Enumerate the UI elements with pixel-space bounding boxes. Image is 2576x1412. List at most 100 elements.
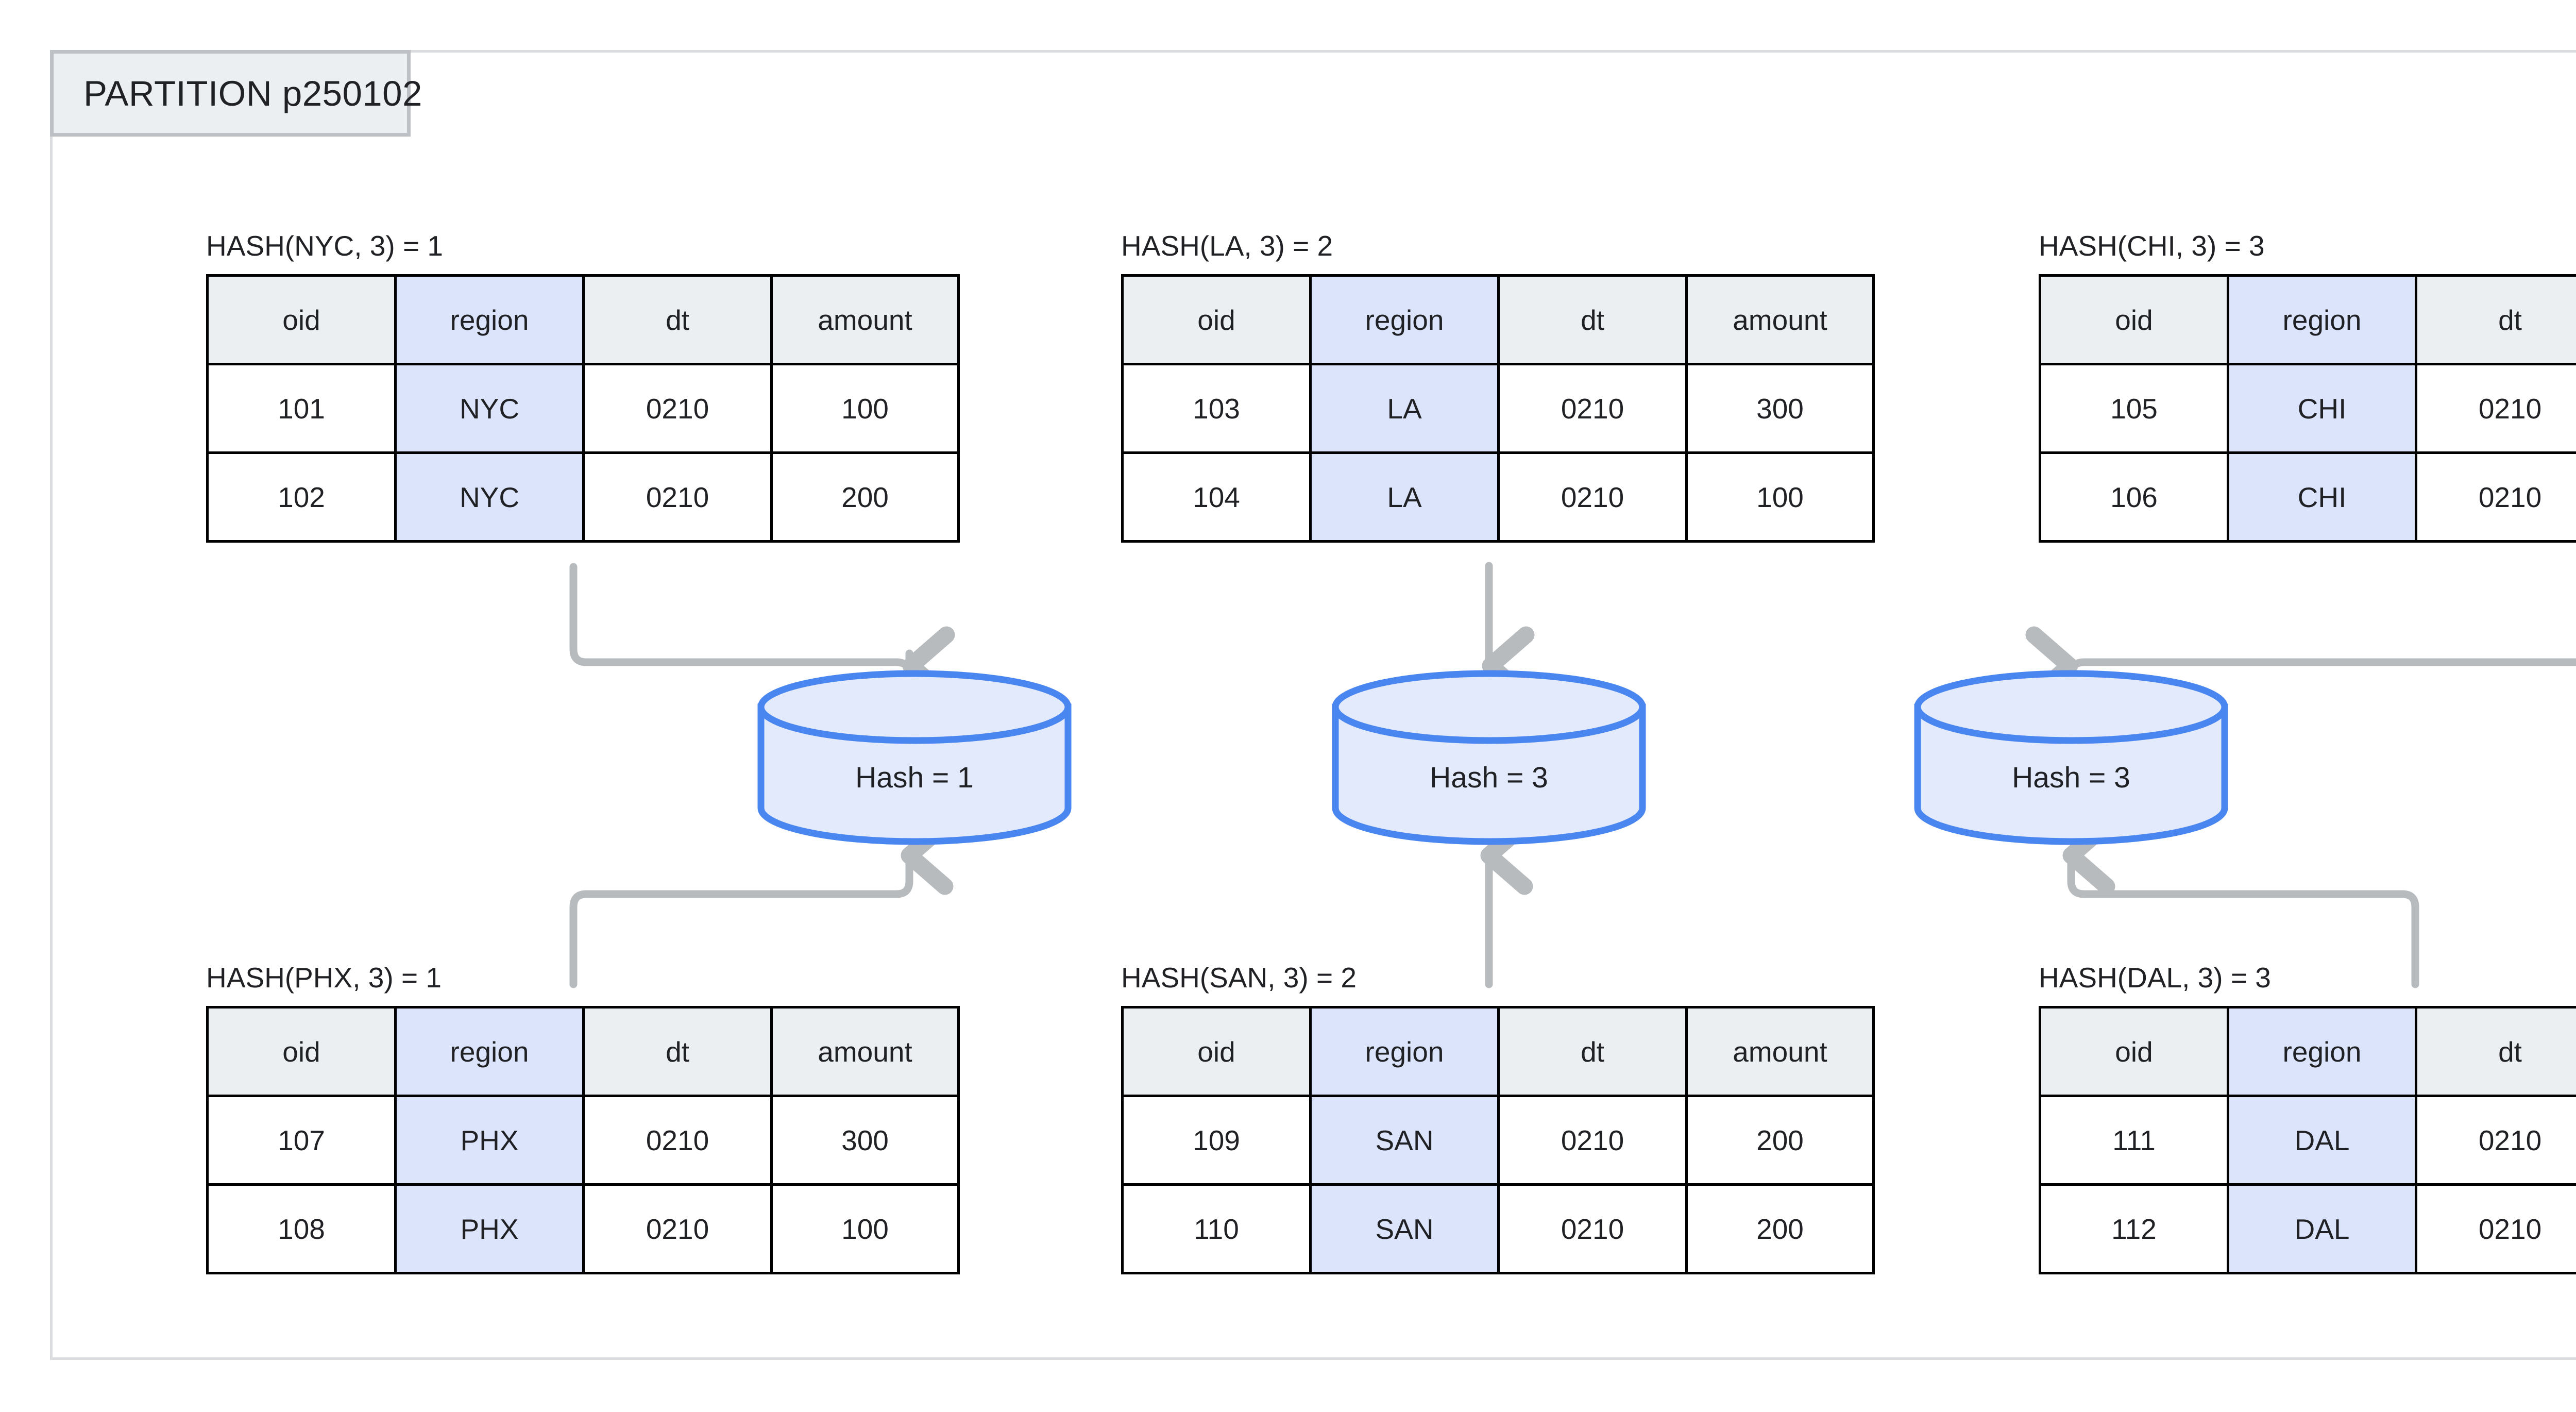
cell-region: PHX bbox=[394, 1183, 585, 1274]
cell-oid: 104 bbox=[1121, 451, 1312, 543]
hash-label-la: HASH(LA, 3) = 2 bbox=[1121, 230, 1333, 262]
table-row: 109 SAN 0210 200 bbox=[1121, 1095, 1875, 1186]
table-group-san: HASH(SAN, 3) = 2 oid region dt amount 10… bbox=[1121, 964, 1875, 1274]
col-header-amount: amount bbox=[1685, 1006, 1875, 1097]
col-header-oid: oid bbox=[2039, 274, 2229, 365]
cylinder-body-shape bbox=[757, 703, 1072, 845]
col-header-region: region bbox=[1309, 274, 1500, 365]
table-row: 106 CHI 0210 100 bbox=[2039, 451, 2576, 543]
bucket-cylinder-2: Hash = 3 bbox=[1332, 670, 1646, 845]
cell-dt: 0210 bbox=[2415, 1095, 2576, 1186]
cylinder-top-ellipse bbox=[1914, 670, 2228, 744]
table-header-row: oid region dt amount bbox=[206, 1006, 960, 1097]
cell-dt: 0210 bbox=[2415, 451, 2576, 543]
hash-label-san: HASH(SAN, 3) = 2 bbox=[1121, 962, 1357, 994]
cell-oid: 108 bbox=[206, 1183, 397, 1274]
cell-dt: 0210 bbox=[582, 1095, 773, 1186]
cell-amount: 200 bbox=[1685, 1183, 1875, 1274]
cell-dt: 0210 bbox=[582, 363, 773, 454]
bucket-label-2: Hash = 3 bbox=[1430, 761, 1548, 794]
col-header-region: region bbox=[394, 1006, 585, 1097]
record-table-dal: oid region dt amount 111 DAL 0210 100 11… bbox=[2039, 1006, 2576, 1274]
cell-region: CHI bbox=[2227, 451, 2417, 543]
record-table-phx: oid region dt amount 107 PHX 0210 300 10… bbox=[206, 1006, 960, 1274]
bucket-cylinder-3: Hash = 3 bbox=[1914, 670, 2228, 845]
col-header-amount: amount bbox=[1685, 274, 1875, 365]
cell-region: LA bbox=[1309, 363, 1500, 454]
record-table-la: oid region dt amount 103 LA 0210 300 104… bbox=[1121, 274, 1875, 543]
cylinder-body-shape bbox=[1332, 703, 1646, 845]
col-header-dt: dt bbox=[582, 1006, 773, 1097]
hash-label-dal: HASH(DAL, 3) = 3 bbox=[2039, 962, 2271, 994]
col-header-region: region bbox=[2227, 274, 2417, 365]
table-row: 102 NYC 0210 200 bbox=[206, 451, 960, 543]
hash-label-phx: HASH(PHX, 3) = 1 bbox=[206, 962, 442, 994]
col-header-amount: amount bbox=[770, 274, 960, 365]
table-group-la: HASH(LA, 3) = 2 oid region dt amount 103… bbox=[1121, 232, 1875, 543]
cell-oid: 101 bbox=[206, 363, 397, 454]
cell-amount: 200 bbox=[770, 451, 960, 543]
hash-label-nyc: HASH(NYC, 3) = 1 bbox=[206, 230, 443, 262]
cylinder-top-ellipse bbox=[757, 670, 1072, 744]
cell-region: PHX bbox=[394, 1095, 585, 1186]
cell-oid: 102 bbox=[206, 451, 397, 543]
cell-dt: 0210 bbox=[1497, 451, 1688, 543]
record-table-san: oid region dt amount 109 SAN 0210 200 11… bbox=[1121, 1006, 1875, 1274]
cell-dt: 0210 bbox=[582, 1183, 773, 1274]
record-table-chi: oid region dt amount 105 CHI 0210 200 10… bbox=[2039, 274, 2576, 543]
cylinder-body-shape bbox=[1914, 703, 2228, 845]
table-header-row: oid region dt amount bbox=[2039, 274, 2576, 365]
col-header-region: region bbox=[1309, 1006, 1500, 1097]
col-header-region: region bbox=[394, 274, 585, 365]
cell-oid: 105 bbox=[2039, 363, 2229, 454]
table-group-nyc: HASH(NYC, 3) = 1 oid region dt amount 10… bbox=[206, 232, 960, 543]
table-header-row: oid region dt amount bbox=[206, 274, 960, 365]
cell-dt: 0210 bbox=[1497, 1183, 1688, 1274]
bucket-label-3: Hash = 3 bbox=[2012, 761, 2130, 794]
cell-amount: 200 bbox=[1685, 1095, 1875, 1186]
table-row: 104 LA 0210 100 bbox=[1121, 451, 1875, 543]
cell-region: NYC bbox=[394, 363, 585, 454]
cell-region: LA bbox=[1309, 451, 1500, 543]
cell-oid: 107 bbox=[206, 1095, 397, 1186]
cell-region: NYC bbox=[394, 451, 585, 543]
col-header-dt: dt bbox=[2415, 274, 2576, 365]
cell-amount: 100 bbox=[770, 1183, 960, 1274]
col-header-oid: oid bbox=[1121, 274, 1312, 365]
table-group-dal: HASH(DAL, 3) = 3 oid region dt amount 11… bbox=[2039, 964, 2576, 1274]
cell-oid: 112 bbox=[2039, 1183, 2229, 1274]
cylinder-top-ellipse bbox=[1332, 670, 1646, 744]
table-row: 108 PHX 0210 100 bbox=[206, 1183, 960, 1274]
cell-dt: 0210 bbox=[1497, 1095, 1688, 1186]
table-row: 111 DAL 0210 100 bbox=[2039, 1095, 2576, 1186]
table-row: 107 PHX 0210 300 bbox=[206, 1095, 960, 1186]
bucket-label-1: Hash = 1 bbox=[855, 761, 974, 794]
col-header-amount: amount bbox=[770, 1006, 960, 1097]
hash-label-chi: HASH(CHI, 3) = 3 bbox=[2039, 230, 2265, 262]
table-row: 101 NYC 0210 100 bbox=[206, 363, 960, 454]
col-header-region: region bbox=[2227, 1006, 2417, 1097]
table-header-row: oid region dt amount bbox=[1121, 274, 1875, 365]
cell-amount: 300 bbox=[1685, 363, 1875, 454]
cell-oid: 109 bbox=[1121, 1095, 1312, 1186]
cell-dt: 0210 bbox=[582, 451, 773, 543]
cell-oid: 110 bbox=[1121, 1183, 1312, 1274]
table-header-row: oid region dt amount bbox=[2039, 1006, 2576, 1097]
col-header-dt: dt bbox=[1497, 1006, 1688, 1097]
col-header-oid: oid bbox=[1121, 1006, 1312, 1097]
bucket-cylinder-1: Hash = 1 bbox=[757, 670, 1072, 845]
table-group-chi: HASH(CHI, 3) = 3 oid region dt amount 10… bbox=[2039, 232, 2576, 543]
col-header-oid: oid bbox=[206, 1006, 397, 1097]
table-row: 103 LA 0210 300 bbox=[1121, 363, 1875, 454]
partition-title-text: PARTITION p250102 bbox=[83, 73, 422, 113]
cell-region: DAL bbox=[2227, 1183, 2417, 1274]
col-header-dt: dt bbox=[2415, 1006, 2576, 1097]
cell-amount: 100 bbox=[770, 363, 960, 454]
cell-oid: 106 bbox=[2039, 451, 2229, 543]
cell-region: SAN bbox=[1309, 1095, 1500, 1186]
cell-dt: 0210 bbox=[2415, 363, 2576, 454]
cell-amount: 300 bbox=[770, 1095, 960, 1186]
cell-region: DAL bbox=[2227, 1095, 2417, 1186]
table-row: 112 DAL 0210 200 bbox=[2039, 1183, 2576, 1274]
table-row: 110 SAN 0210 200 bbox=[1121, 1183, 1875, 1274]
